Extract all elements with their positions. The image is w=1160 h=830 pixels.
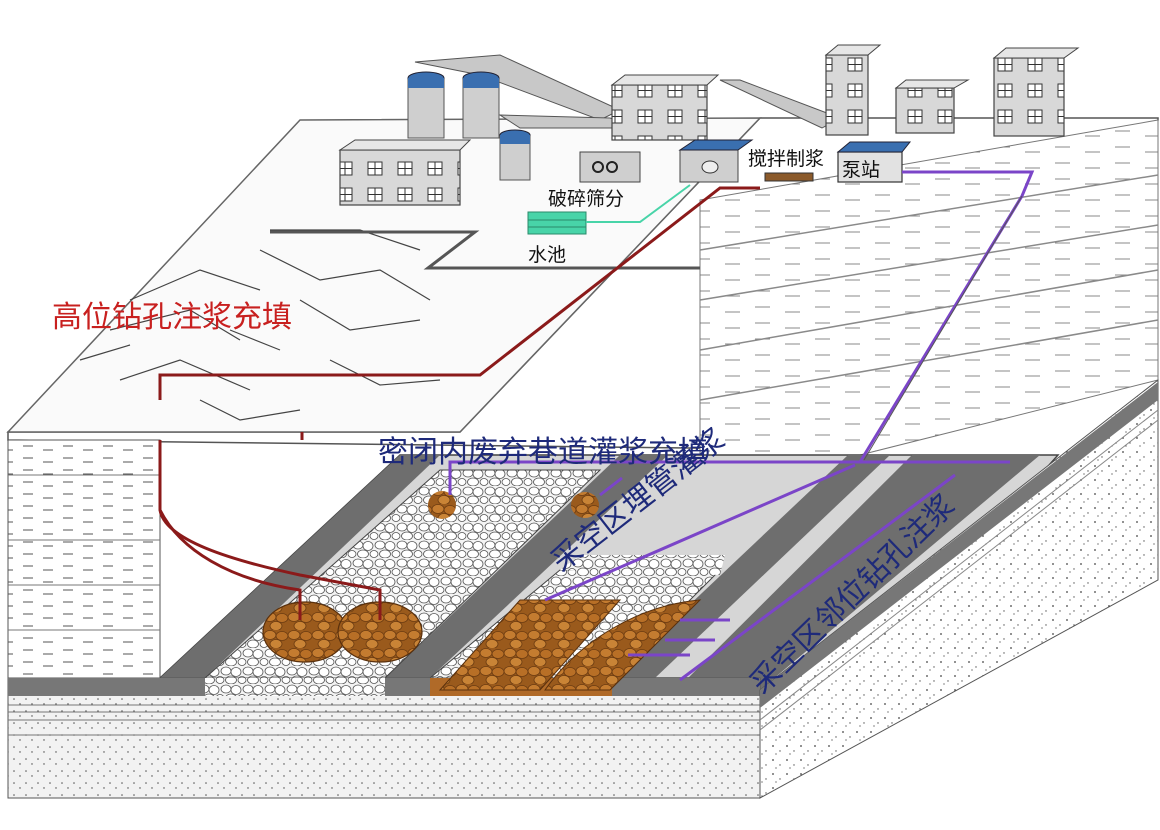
roadway-far [676, 455, 1040, 690]
right-seam-band [760, 382, 1158, 708]
grout-pile-1 [262, 601, 348, 663]
crusher-unit [579, 151, 641, 183]
tank-1 [407, 71, 445, 139]
purple-pipe [448, 170, 1035, 682]
building-tower [824, 44, 882, 136]
label-crushing: 破碎筛分 [548, 188, 625, 210]
mixing-tank [764, 172, 814, 182]
right-lower-face [759, 378, 1159, 799]
label-high-drill: 高位钻孔注浆充填 [52, 300, 292, 335]
building-block [992, 47, 1080, 137]
label-mixing: 搅拌制浆 [748, 148, 825, 170]
tank-3 [499, 129, 531, 181]
building-office [338, 139, 472, 206]
water-line [586, 184, 691, 223]
roadway-right [612, 455, 890, 678]
label-water-pool: 水池 [528, 244, 567, 266]
strata-right-upper [699, 119, 1159, 456]
right-lower-lines [759, 409, 1159, 731]
roadway-left [160, 455, 440, 678]
tank-2 [462, 71, 500, 139]
grout-blob-2 [571, 492, 599, 518]
surface-trench [270, 230, 700, 270]
surface-plateau [6, 117, 762, 433]
grout-band-1 [438, 599, 622, 691]
grout-band-2 [544, 599, 702, 691]
building-small [894, 79, 970, 134]
conveyor-belt-1 [414, 54, 622, 121]
mixing-unit [678, 139, 754, 183]
front-base-strata [7, 677, 761, 799]
strata-left-front [7, 439, 161, 679]
vertical-shaft [863, 195, 1023, 461]
grout-blob-1 [428, 491, 456, 519]
pebble-band [560, 555, 725, 575]
strata-lines [699, 174, 1159, 401]
pump-station [836, 141, 912, 183]
building-plant [610, 74, 720, 141]
label-sealed-roadway: 密闭内废弃巷道灌浆充填 [378, 435, 708, 470]
left-strata-lines [8, 474, 160, 631]
label-pump-station: 泵站 [842, 159, 881, 181]
seam-pebble-cut [205, 678, 385, 696]
surface-cracks [79, 229, 441, 421]
water-pool [527, 211, 587, 235]
front-strata-lines [8, 704, 760, 736]
high-drill-pipe [158, 186, 760, 620]
